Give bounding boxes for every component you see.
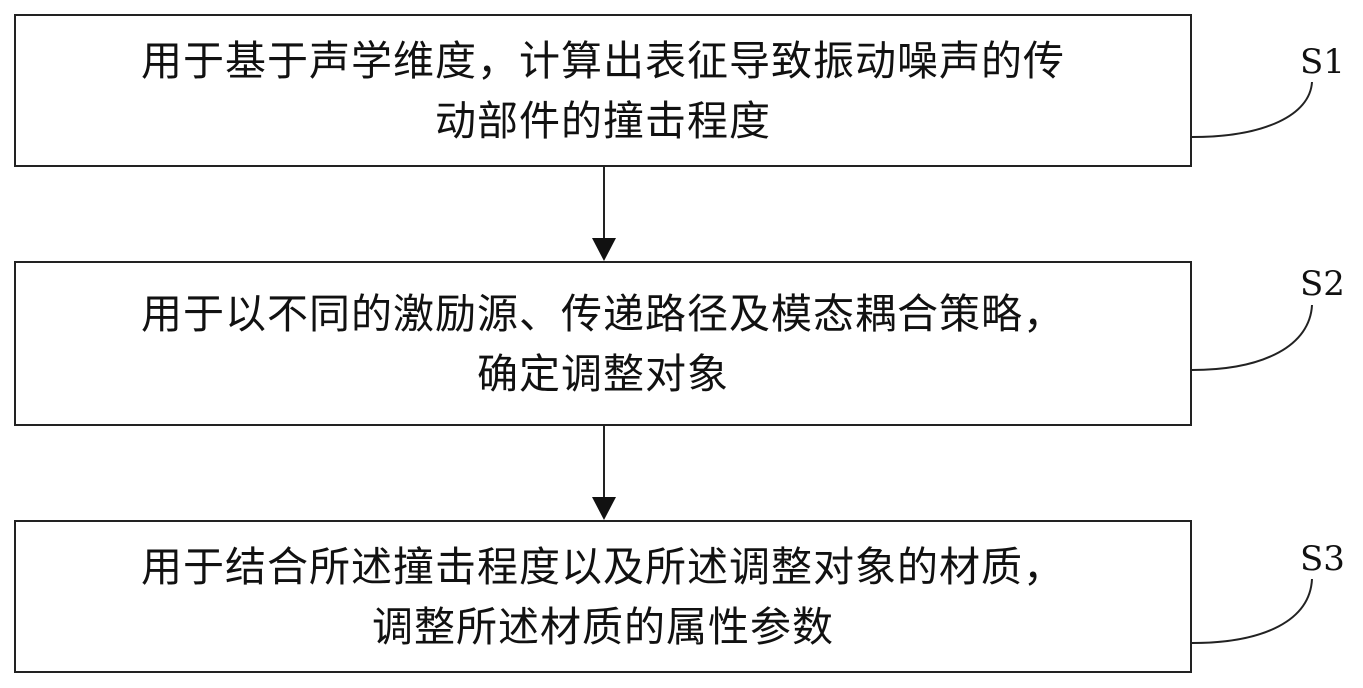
step-box-s1: 用于基于声学维度，计算出表征导致振动噪声的传 动部件的撞击程度 <box>14 14 1192 167</box>
leader-curve-s2 <box>1191 304 1313 371</box>
step-text-s2-line1: 用于以不同的激励源、传递路径及模态耦合策略， <box>141 289 1065 338</box>
step-text-s3: 用于结合所述撞击程度以及所述调整对象的材质， 调整所述材质的属性参数 <box>33 537 1173 657</box>
step-text-s3-line1: 用于结合所述撞击程度以及所述调整对象的材质， <box>141 542 1065 591</box>
step-box-s2: 用于以不同的激励源、传递路径及模态耦合策略， 确定调整对象 <box>14 261 1192 426</box>
step-label-s1: S1 <box>1300 42 1345 82</box>
leader-curve-s3 <box>1191 578 1313 644</box>
step-label-s3: S3 <box>1300 539 1345 579</box>
step-label-s2: S2 <box>1300 264 1345 304</box>
step-text-s2: 用于以不同的激励源、传递路径及模态耦合策略， 确定调整对象 <box>33 284 1173 404</box>
arrow-s1-s2-head <box>592 238 616 261</box>
step-box-s3: 用于结合所述撞击程度以及所述调整对象的材质， 调整所述材质的属性参数 <box>14 520 1192 673</box>
step-text-s2-line2: 确定调整对象 <box>477 349 729 398</box>
step-text-s1: 用于基于声学维度，计算出表征导致振动噪声的传 动部件的撞击程度 <box>33 31 1173 151</box>
leader-curve-s1 <box>1191 81 1313 138</box>
step-text-s1-line1: 用于基于声学维度，计算出表征导致振动噪声的传 <box>141 36 1065 85</box>
step-text-s1-line2: 动部件的撞击程度 <box>435 96 771 145</box>
arrow-s2-s3-head <box>592 497 616 520</box>
step-text-s3-line2: 调整所述材质的属性参数 <box>372 602 834 651</box>
